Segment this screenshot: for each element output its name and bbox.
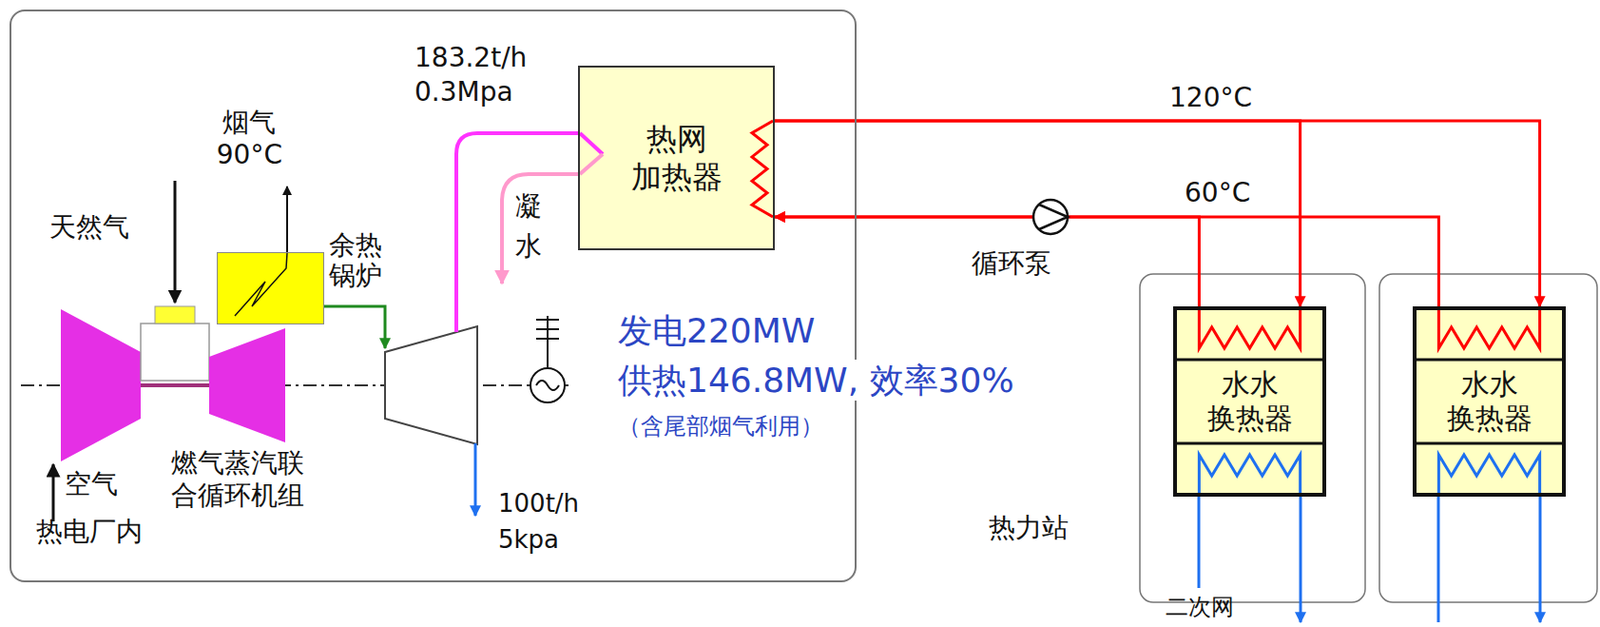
heat-network-heater: 热网 加热器 (578, 65, 775, 251)
pump-symbol (1039, 204, 1068, 230)
station-label: 热力站 (988, 511, 1069, 544)
node-decoration (217, 252, 324, 324)
secondary-pipe (1437, 484, 1441, 622)
generator-sine (536, 380, 560, 390)
flue-gas-label: 烟气 90°C (214, 106, 285, 171)
hot-water-pipe (774, 216, 1199, 307)
network-label: 二次网 (1165, 593, 1234, 621)
boiler-label: 余热 锅炉 (328, 230, 388, 291)
station-housing (1139, 273, 1366, 602)
combustor (140, 323, 210, 381)
divider-line (1176, 358, 1323, 362)
waste-heat-boiler: 余热 锅炉 (216, 251, 325, 325)
divider-line (1416, 358, 1562, 362)
pressure-label: 0.3Mpa (414, 76, 514, 109)
exhaust-steam-pipe (474, 443, 478, 516)
water-heat-exchanger: 水水 换热器 (1173, 306, 1327, 497)
compressor (60, 308, 141, 462)
secondary-pipe (1197, 484, 1201, 588)
pressure-label: 5kpa (498, 524, 560, 555)
condensate-pipe (501, 173, 579, 284)
circulation-pump (1033, 199, 1068, 234)
steam-coil (579, 154, 603, 174)
boiler-coil (234, 252, 288, 316)
turbine-shaft (140, 383, 210, 387)
output-label: 供热146.8MW, 效率30% (616, 359, 1017, 401)
steam-supply-pipe (324, 306, 386, 348)
node-decoration (579, 67, 773, 249)
exchanger-label: 水水 换热器 (1442, 366, 1537, 436)
hot-water-pipe (774, 120, 1301, 307)
hot-coil (1198, 309, 1300, 348)
burner (154, 306, 195, 324)
cold-coil (1198, 454, 1300, 493)
generator-terminal (536, 337, 560, 340)
temperature-label: 60°C (1184, 176, 1251, 210)
note-label: （含尾部烟气利用） (616, 412, 826, 441)
region-label: 热电厂内 (36, 513, 143, 550)
exchanger-label: 水水 换热器 (1202, 366, 1297, 436)
flow-label: 100t/h (498, 488, 579, 519)
unit-label: 燃气蒸汽联 合循环机组 (167, 446, 309, 511)
generator-terminal (546, 315, 549, 368)
heater-label: 热网 加热器 (626, 119, 728, 196)
flue-gas-arrow (286, 186, 289, 252)
secondary-pipe (1539, 483, 1543, 622)
hot-water-pipe (774, 120, 1541, 307)
input-label: 空气 (64, 467, 118, 501)
divider-line (1416, 442, 1562, 445)
air-inlet-arrow (52, 463, 56, 521)
generator (530, 367, 565, 403)
generator-terminal (536, 327, 560, 330)
steam-coil (579, 133, 603, 155)
hot-water-pipe (774, 216, 1439, 307)
flow-label: 183.2t/h (414, 41, 527, 75)
secondary-pipe (1299, 483, 1303, 622)
hot-coil (1438, 309, 1540, 348)
water-heat-exchanger: 水水 换热器 (1412, 306, 1566, 497)
steam-turbine (385, 326, 478, 444)
station-housing (1379, 273, 1598, 602)
divider-line (1176, 442, 1323, 445)
gas-turbine (209, 327, 286, 443)
condensate-label: 凝 水 (515, 186, 542, 267)
input-label: 天然气 (49, 211, 130, 244)
cold-coil (1438, 454, 1540, 493)
temperature-label: 120°C (1169, 81, 1253, 115)
extraction-steam-pipe (456, 133, 580, 332)
pump-label: 循环泵 (971, 247, 1052, 280)
water-coil (751, 120, 773, 217)
gas-inlet-arrow (173, 180, 177, 303)
generator-terminal (536, 318, 560, 321)
output-label: 发电220MW (616, 309, 817, 351)
